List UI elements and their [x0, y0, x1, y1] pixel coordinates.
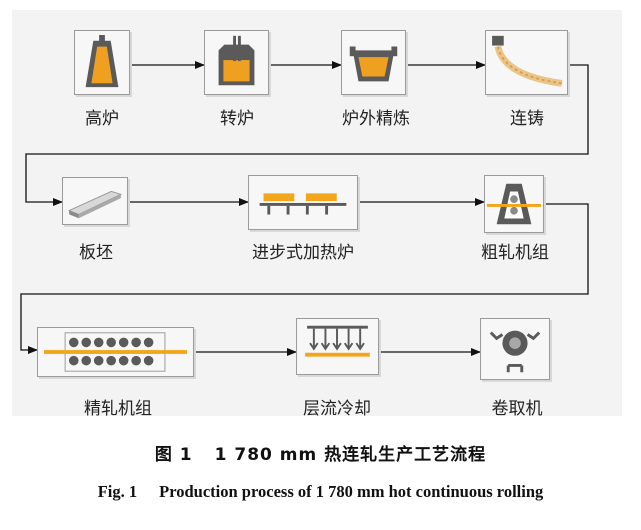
refining-box: [341, 30, 406, 95]
finishing-mill-box: [37, 327, 194, 377]
roughing-mill-box: [484, 175, 544, 233]
figure-number-en: Fig. 1: [97, 482, 138, 501]
stage-label: 板坯: [79, 243, 113, 263]
caster-icon: [492, 35, 563, 87]
figure-caption-cn: 图 1 1 780 mm 热连轧生产工艺流程: [0, 440, 641, 465]
laminar-cooling-box: [296, 318, 379, 375]
converter-box: [204, 30, 269, 95]
walking-beam-furnace-icon: [259, 193, 347, 215]
stage-label: 转炉: [220, 109, 254, 129]
slab-box: [62, 177, 128, 225]
converter-icon: [218, 35, 255, 86]
blast-furnace-box: [74, 30, 130, 95]
stage-label: 炉外精炼: [342, 109, 410, 129]
stage-label: 粗轧机组: [481, 243, 549, 263]
finishing-mill-icon: [43, 332, 188, 372]
slab-icon: [67, 190, 123, 219]
blast-furnace-icon: [85, 35, 119, 88]
arrow-casting-to-slab: [25, 64, 589, 206]
stage-label: 精轧机组: [84, 399, 152, 419]
stage-label: 卷取机: [491, 399, 543, 419]
coiler-box: [480, 318, 550, 380]
coiler-icon: [489, 330, 541, 373]
roughing-mill-icon: [486, 183, 542, 225]
stage-label: 高炉: [85, 109, 119, 129]
continuous-casting-box: [485, 30, 568, 95]
ladle-icon: [349, 46, 398, 82]
arrow-roughing-to-finishing: [20, 203, 589, 354]
cooling-icon: [305, 325, 370, 357]
figure-caption-en: Fig. 1 Production process of 1 780 mm hot…: [0, 482, 641, 502]
reheating-furnace-box: [248, 175, 358, 230]
stage-label: 进步式加热炉: [252, 243, 354, 263]
stage-label: 层流冷却: [303, 399, 371, 419]
figure-title-en: Production process of 1 780 mm hot conti…: [159, 482, 544, 501]
stage-label: 连铸: [510, 109, 544, 129]
figure-title-cn: 1 780 mm 热连轧生产工艺流程: [214, 445, 487, 465]
figure-number-cn: 图 1: [154, 445, 193, 465]
